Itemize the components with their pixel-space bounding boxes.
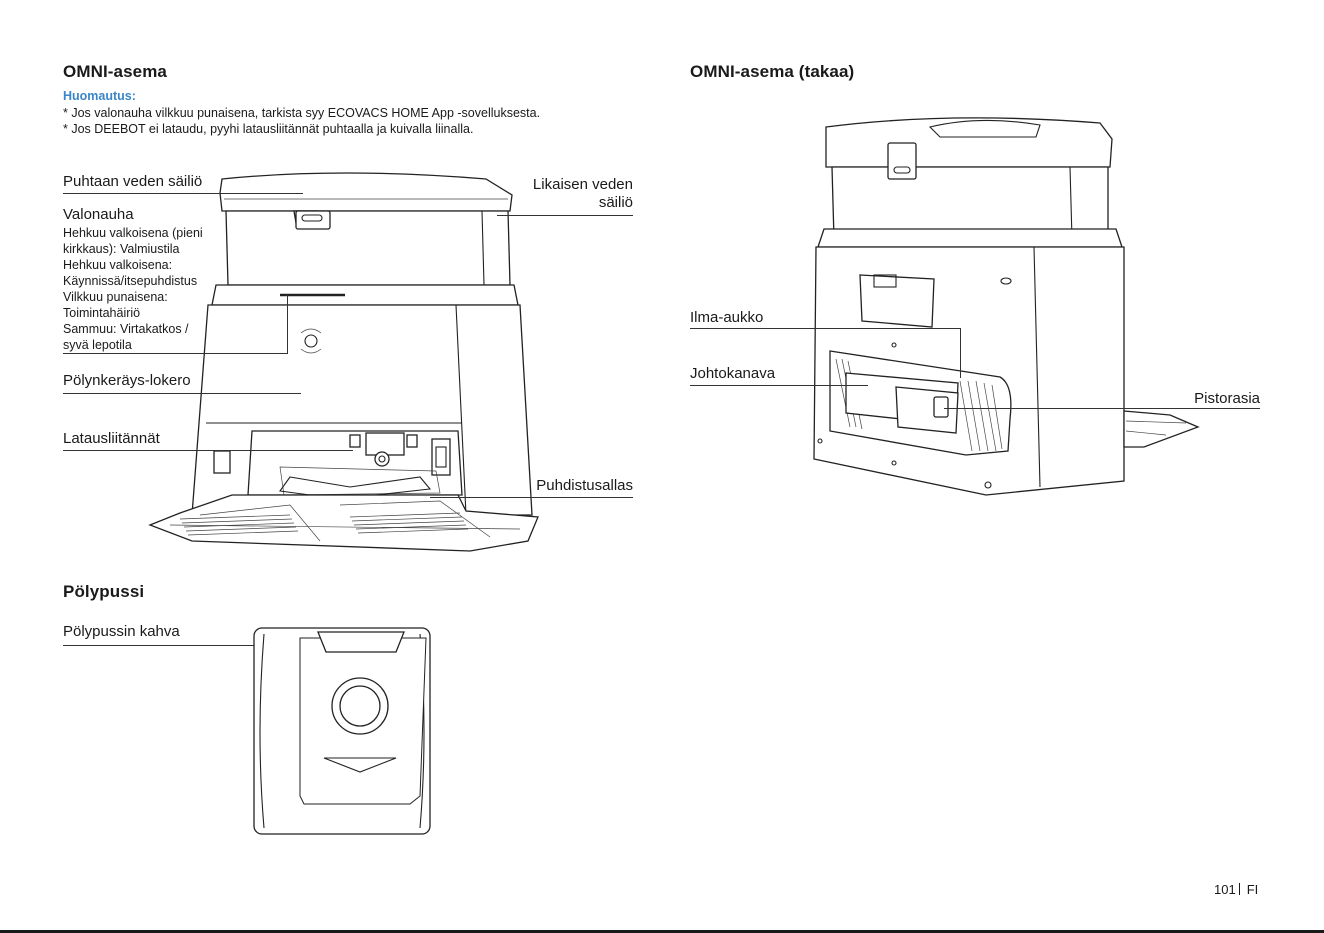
label-air-vent: Ilma-aukko — [690, 309, 764, 326]
label-clean-water-tank: Puhtaan veden säiliö — [63, 173, 203, 190]
omni-station-front-illustration — [148, 172, 539, 552]
light-state-3: Hehkuu valkoisena: — [63, 258, 173, 272]
label-dust-compartment: Pölynkeräys-lokero — [63, 372, 191, 389]
light-state-5: Vilkkuu punaisena: — [63, 290, 168, 304]
label-dustbag-handle: Pölypussin kahva — [63, 623, 180, 640]
page-number: 101 FI — [1214, 882, 1258, 897]
label-dirty-water-tank-2: säiliö — [598, 194, 633, 211]
light-state-8: syvä lepotila — [63, 338, 132, 352]
label-dirty-water-tank-1: Likaisen veden — [532, 176, 633, 193]
light-state-7: Sammuu: Virtakatkos / — [63, 322, 189, 336]
note-line-1: * Jos valonauha vilkkuu punaisena, tarki… — [63, 106, 541, 120]
label-cable-channel: Johtokanava — [690, 365, 776, 382]
language-code: FI — [1246, 882, 1259, 897]
light-state-4: Käynnissä/itsepuhdistus — [63, 274, 198, 288]
note-title: Huomautus: — [63, 89, 136, 103]
back-section-title: OMNI-asema (takaa) — [690, 62, 855, 81]
dustbag-section-title: Pölypussi — [63, 582, 145, 601]
footer-bar — [0, 930, 1324, 933]
label-charging-contacts: Latausliitännät — [63, 430, 160, 447]
light-state-6: Toimintahäiriö — [63, 306, 141, 320]
light-state-1: Hehkuu valkoisena (pieni — [63, 226, 203, 240]
omni-station-back-illustration — [813, 117, 1200, 496]
note-line-2: * Jos DEEBOT ei lataudu, pyyhi latauslii… — [63, 122, 474, 136]
page-number-value: 101 — [1214, 882, 1236, 897]
front-section-title: OMNI-asema — [63, 62, 167, 81]
label-wash-tray: Puhdistusallas — [536, 477, 633, 494]
dustbag-illustration — [253, 627, 431, 835]
label-socket: Pistorasia — [1194, 390, 1260, 407]
light-state-2: kirkkaus): Valmiustila — [63, 242, 180, 256]
label-light-bar: Valonauha — [63, 206, 134, 223]
